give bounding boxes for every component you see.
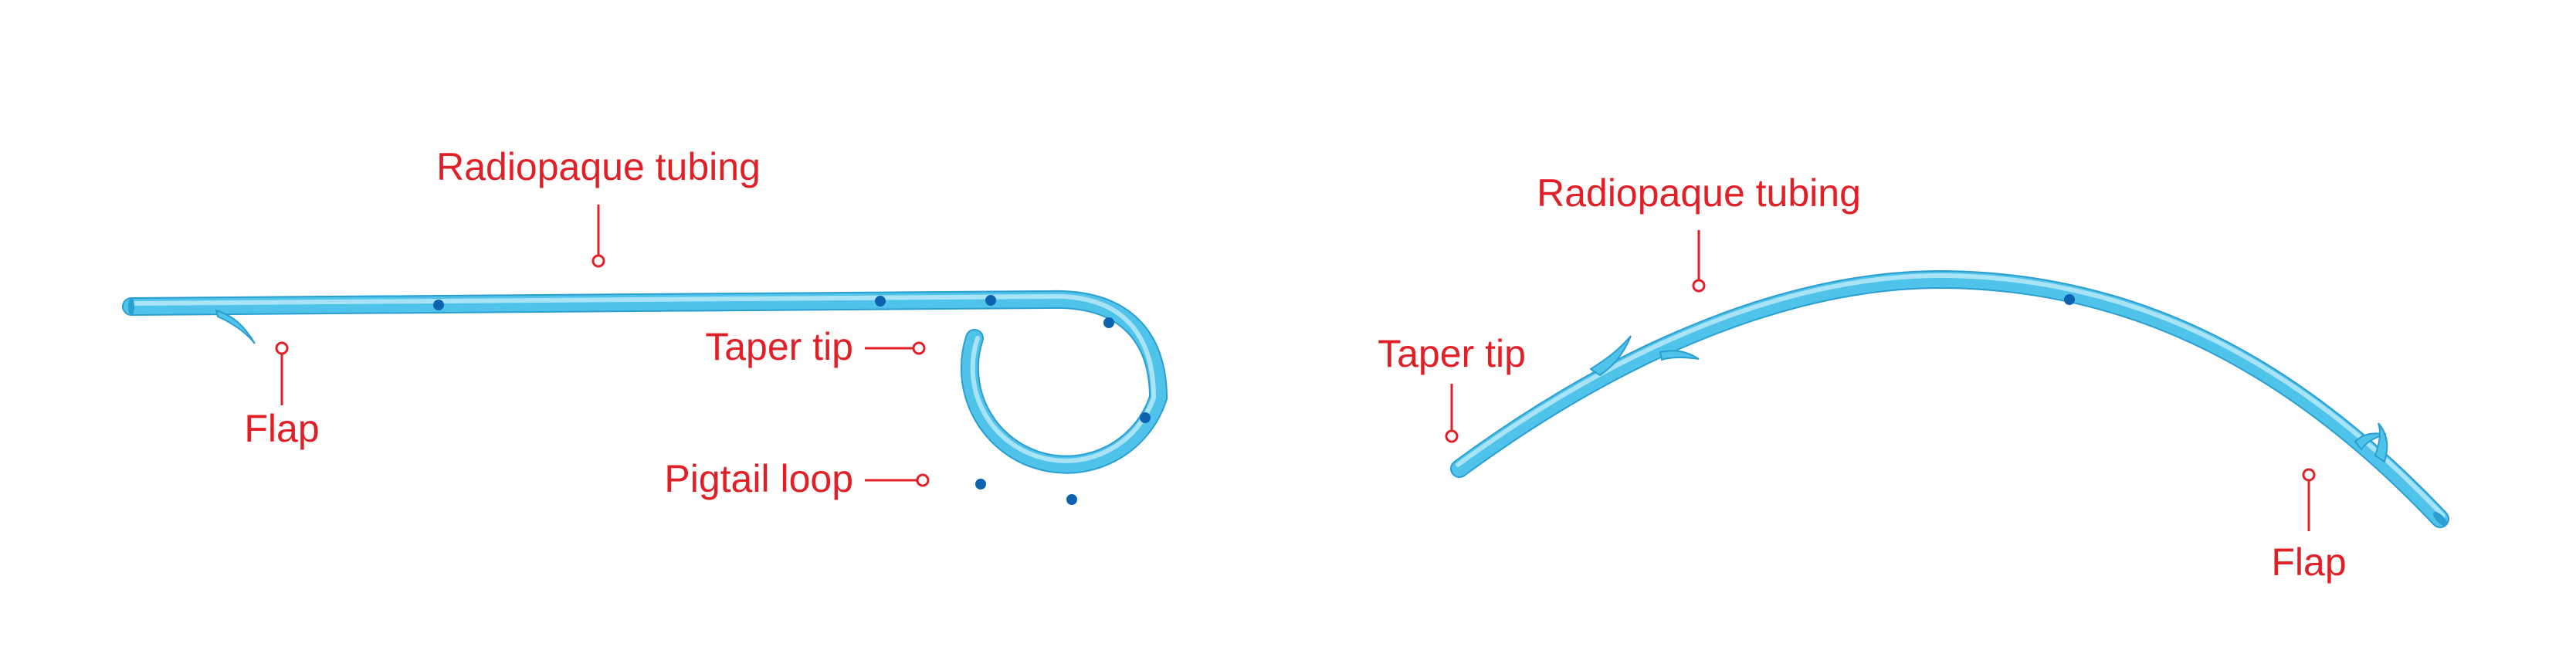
label-flap: Flap <box>2271 540 2346 584</box>
label-pigtail-loop: Pigtail loop <box>664 457 853 500</box>
straight-stent-flap-barb-left <box>1589 335 1632 377</box>
drainage-hole <box>1103 317 1114 328</box>
label-taper-tip: Taper tip <box>1378 332 1526 375</box>
pigtail-stent-tubing <box>122 290 1168 474</box>
leader-dot-pigtail-loop <box>916 473 930 487</box>
label-taper-tip: Taper tip <box>705 325 853 368</box>
leader-dot-taper-tip <box>1445 429 1459 443</box>
straight-stent: Radiopaque tubing Taper tip Flap <box>1378 171 2449 584</box>
leader-dot-flap <box>2302 468 2316 482</box>
leader-dot-radiopaque-tubing <box>591 254 605 268</box>
leader-dot-taper-tip <box>912 341 926 355</box>
straight-stent-tubing <box>1450 269 2449 528</box>
label-radiopaque-tubing: Radiopaque tubing <box>1537 171 1861 215</box>
leader-dot-radiopaque-tubing <box>1692 279 1706 293</box>
label-radiopaque-tubing: Radiopaque tubing <box>436 145 761 188</box>
drainage-hole <box>2064 294 2075 305</box>
pigtail-stent-flap-barb <box>215 309 256 344</box>
drainage-hole <box>985 295 996 306</box>
straight-stent-flap-barb-right-2 <box>2374 422 2388 463</box>
straight-stent-flap-barb-left-2 <box>1659 350 1700 361</box>
label-flap: Flap <box>244 407 319 450</box>
leader-dot-flap <box>275 341 289 355</box>
drainage-hole <box>1140 412 1151 423</box>
drainage-hole <box>975 479 986 490</box>
drainage-hole <box>875 296 886 307</box>
pigtail-stent: Radiopaque tubing Flap Taper tip Pigtail… <box>122 145 1168 505</box>
straight-stent-flap-barb-right <box>2354 432 2387 451</box>
drainage-hole <box>433 300 444 310</box>
drainage-hole <box>1066 494 1077 505</box>
